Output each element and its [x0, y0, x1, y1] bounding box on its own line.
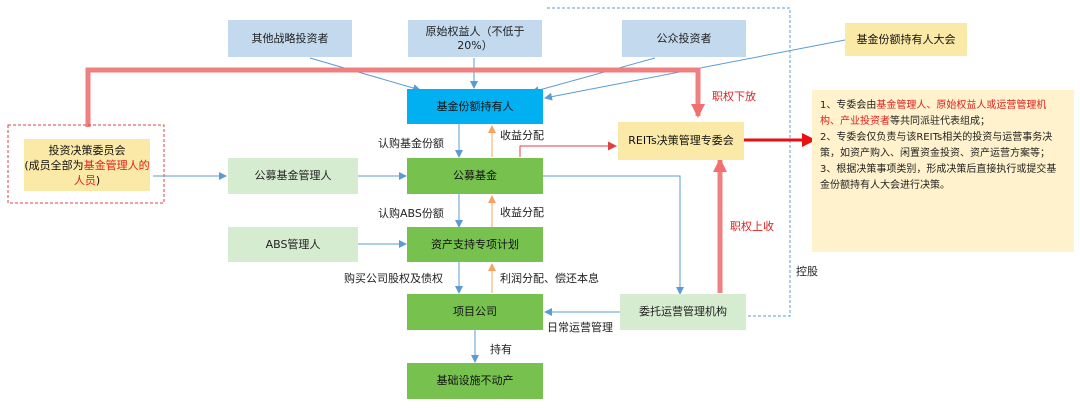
node-holders-meeting: 基金份额持有人大会 [845, 23, 967, 56]
node-public-investors: 公众投资者 [622, 20, 746, 57]
investment-committee-frame [7, 124, 165, 204]
node-investment-committee-title: 投资决策委员会 [48, 143, 126, 157]
note-item-1-highlight: 基金管理人、原始权益人或运营管理机构、产业投资者 [820, 100, 1047, 127]
label-subscribe-abs: 认购ABS份额 [378, 207, 444, 220]
label-buy-equity: 购买公司股权及债权 [344, 272, 443, 285]
node-investment-committee-desc: (成员全部为基金管理人的人员) [24, 158, 150, 188]
note-item-3: 3、根据决策事项类别，形成决策后直接执行或提交基金份额持有人大会进行决策。 [820, 164, 1057, 191]
node-operator-label: 委托运营管理机构 [639, 305, 727, 318]
label-hold: 持有 [490, 343, 512, 356]
node-investment-committee: 投资决策委员会 (成员全部为基金管理人的人员) [24, 139, 150, 191]
node-infrastructure: 基础设施不动产 [407, 363, 543, 399]
committee-note: 1、专委会由基金管理人、原始权益人或运营管理机构、产业投资者等共同派驻代表组成；… [812, 90, 1074, 252]
node-original-owner-label: 原始权益人（不低于20%） [425, 24, 525, 52]
edge-control-dashed [547, 7, 791, 317]
label-control: 控股 [796, 265, 818, 278]
note-item-2: 2、专委会仅负责与该REITs相关的投资与运营事务决策，如资产购入、闲置资金投资… [820, 132, 1053, 159]
committee-desc-pre: (成员全部为 [24, 158, 84, 172]
edge-fund-to-reits [519, 141, 617, 157]
label-income-dist-2: 收益分配 [500, 206, 544, 219]
committee-desc-post: ) [95, 173, 101, 187]
note-item-1-a: 1、专委会由 [820, 100, 877, 111]
node-fund-holders: 基金份额持有人 [407, 89, 543, 124]
node-holders-meeting-label: 基金份额持有人大会 [856, 32, 956, 46]
node-abs-plan: 资产支持专项计划 [407, 227, 543, 262]
label-delegate-up: 职权上收 [730, 220, 774, 233]
label-subscribe-fund: 认购基金份额 [378, 137, 444, 150]
node-original-owner: 原始权益人（不低于20%） [408, 20, 542, 57]
label-income-dist-1: 收益分配 [500, 129, 544, 142]
node-reits-committee: REITs决策管理专委会 [618, 122, 744, 160]
committee-desc-highlight: 基金管理人的人员 [73, 158, 150, 187]
node-abs-manager: ABS管理人 [228, 227, 358, 262]
node-abs-manager-label: ABS管理人 [265, 237, 321, 251]
node-public-fund-label: 公募基金 [453, 169, 497, 182]
node-abs-plan-label: 资产支持专项计划 [431, 237, 519, 251]
node-project-company: 项目公司 [407, 294, 543, 330]
note-item-1: 1、专委会由基金管理人、原始权益人或运营管理机构、产业投资者等共同派驻代表组成； [820, 98, 1066, 130]
note-item-1-c: 等共同派驻代表组成； [890, 116, 990, 127]
node-public-fund: 公募基金 [407, 158, 543, 194]
edge-fund-to-operator [543, 175, 684, 295]
node-public-fund-manager-label: 公募基金管理人 [254, 169, 332, 182]
node-project-company-label: 项目公司 [453, 305, 497, 318]
node-public-investors-label: 公众投资者 [656, 31, 712, 45]
edge-other-to-holders [309, 57, 421, 92]
node-reits-committee-label: REITs决策管理专委会 [628, 134, 734, 147]
node-operator: 委托运营管理机构 [620, 294, 746, 330]
edge-public-to-holders [531, 57, 656, 94]
node-other-investors: 其他战略投资者 [228, 20, 352, 57]
label-delegate-down: 职权下放 [712, 90, 756, 103]
node-public-fund-manager: 公募基金管理人 [228, 158, 358, 194]
node-fund-holders-label: 基金份额持有人 [436, 99, 514, 113]
node-other-investors-label: 其他战略投资者 [251, 31, 329, 45]
edge-committee-delegate-down [85, 67, 705, 127]
label-daily-ops: 日常运营管理 [547, 321, 613, 334]
node-infrastructure-label: 基础设施不动产 [436, 374, 514, 387]
label-profit-dist: 利润分配、偿还本息 [500, 272, 599, 285]
